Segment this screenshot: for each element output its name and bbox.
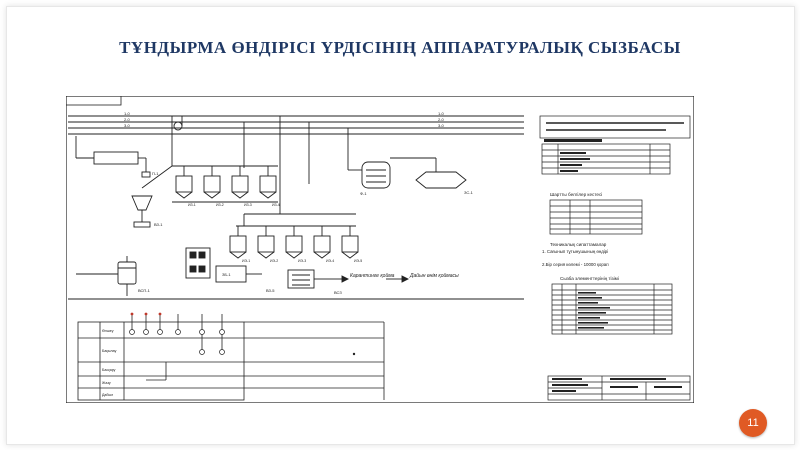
note-line-1: 1. Сағынып тұтынушының өндірі [542,249,608,254]
svg-text:2-0: 2-0 [438,117,445,122]
svg-text:1-0: 1-0 [124,111,131,116]
notes-title: Техникалық сипаттамалар [550,242,607,247]
vertical-drops [171,116,349,214]
svg-text:ИЭ-5: ИЭ-5 [354,259,362,263]
reactor-row-2 [229,213,359,259]
svg-text:ИЗ-3: ИЗ-3 [244,203,252,207]
legend-table [549,199,643,235]
svg-text:ИЗ-4: ИЗ-4 [272,203,280,207]
instrument-drops [131,314,223,381]
svg-text:ЗБ-1: ЗБ-1 [222,272,231,277]
dosing-tank [75,136,151,178]
legend-table-title: Шартты белгілер кестесі [550,192,602,197]
collector [415,171,467,189]
spec-title: Сызба элементтерінің тізімі [560,276,619,281]
utility-line-tags: 1-02-03-0 1-02-03-0 [124,111,445,128]
instrumentation-table [77,321,385,401]
spec-table [551,283,673,335]
svg-text:ИЭ-1: ИЭ-1 [242,259,250,263]
reactor-row-2-tags: ИЭ-1 ИЭ-2 ИЭ-3 ИЭ-4 ИЭ-5 [242,259,362,263]
svg-text:П-1: П-1 [152,171,159,176]
instrument-markers [130,312,162,316]
reactor-row-1-tags: ИЗ-1 ИЗ-2 ИЗ-3 ИЗ-4 [188,203,280,207]
packaging-block [185,247,330,289]
process-schematic: 1-02-03-0 1-02-03-0 П-1 [66,96,694,403]
svg-text:3-0: 3-0 [124,123,131,128]
page-number-badge: 11 [739,409,767,437]
svg-text:ИЭ-4: ИЭ-4 [326,259,334,263]
svg-text:ВСЗ: ВСЗ [334,290,342,295]
utility-lines [68,115,524,135]
svg-text:ИЭ-2: ИЭ-2 [270,259,278,263]
svg-text:Ф-1: Ф-1 [360,191,367,196]
svg-text:ВЗ-5: ВЗ-5 [266,288,275,293]
svg-text:Бақылау: Бақылау [102,349,117,353]
svg-text:ВЗ-1: ВЗ-1 [154,222,163,227]
svg-text:2-0: 2-0 [124,117,131,122]
svg-text:ВСП-1: ВСП-1 [138,288,151,293]
instrumentation-row-labels: Өлшеу Бақылау Басқару Жазу Дабыл [102,329,117,397]
svg-text:1-0: 1-0 [438,111,445,116]
spec-rows [578,292,610,329]
svg-text:Басқару: Басқару [102,368,116,372]
note-line-2: 2.Бір серия көлемі - 10000 қорап [542,262,609,267]
svg-text:Өлшеу: Өлшеу [102,329,114,333]
svg-text:ИЗ-2: ИЗ-2 [216,203,224,207]
svg-text:3-0: 3-0 [438,123,445,128]
pump-symbol [173,121,183,131]
slide-title: ТҰНДЫРМА ӨНДІРІСІ ҮРДІСІНІҢ АППАРАТУРАЛЫ… [119,38,681,57]
svg-text:ЗС-1: ЗС-1 [464,190,474,195]
flow-label-quarantine: Карантинге қойма [350,272,395,279]
hopper [131,165,173,228]
storage-tank [76,256,137,296]
svg-text:Жазу: Жазу [102,381,111,385]
flow-arrows [330,275,410,283]
svg-text:Дабыл: Дабыл [102,393,113,397]
filter-unit [348,157,437,189]
svg-text:ИЗ-1: ИЗ-1 [188,203,196,207]
corner-stamp [66,96,122,106]
svg-text:ИЭ-3: ИЭ-3 [298,259,306,263]
flow-label-finished: Дайын өнім қоймасы [409,272,459,279]
reactor-row-1 [172,165,278,203]
